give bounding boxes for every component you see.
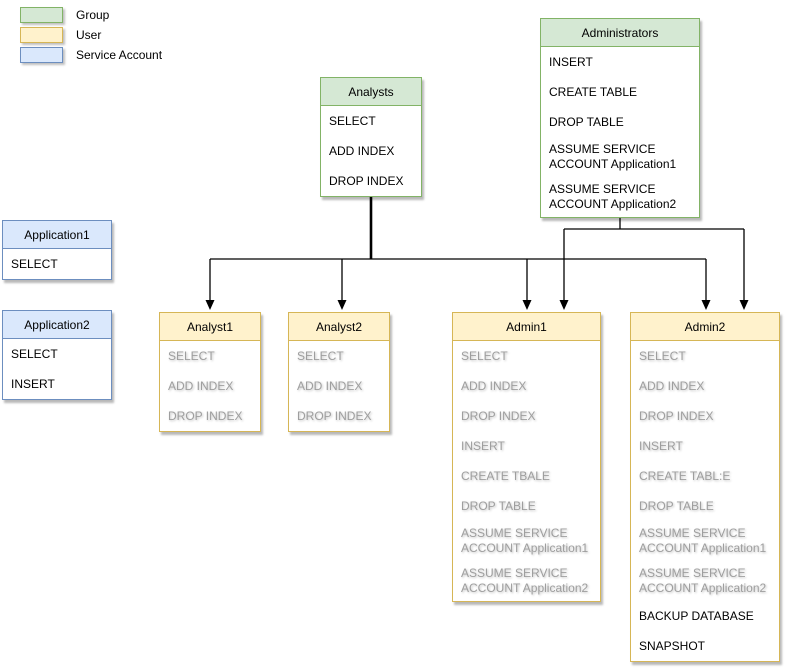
user-swatch-icon bbox=[20, 27, 63, 43]
arrowhead bbox=[522, 300, 532, 310]
legend: Group User Service Account bbox=[20, 7, 162, 67]
permission-item: DROP INDEX bbox=[639, 408, 714, 423]
node-analyst1-body: SELECT ADD INDEX DROP INDEX bbox=[160, 341, 260, 431]
node-analysts: Analysts SELECT ADD INDEX DROP INDEX bbox=[320, 77, 422, 197]
legend-item-service-account: Service Account bbox=[20, 47, 162, 63]
permission-item: DROP TABLE bbox=[461, 498, 536, 513]
permission-item: ASSUME SERVICE ACCOUNT Application1 bbox=[461, 526, 589, 555]
permission-item: ADD INDEX bbox=[329, 143, 395, 158]
node-administrators: Administrators INSERT CREATE TABLE DROP … bbox=[540, 18, 700, 218]
legend-item-group: Group bbox=[20, 7, 162, 23]
permission-item: SNAPSHOT bbox=[639, 638, 706, 653]
permission-item: ADD INDEX bbox=[461, 378, 527, 393]
node-admin1: Admin1 SELECT ADD INDEX DROP INDEX INSER… bbox=[452, 312, 601, 602]
arrowhead bbox=[205, 300, 215, 310]
node-application1-body: SELECT bbox=[3, 249, 111, 279]
permission-item: DROP TABLE bbox=[639, 498, 714, 513]
node-analyst2-body: SELECT ADD INDEX DROP INDEX bbox=[289, 341, 389, 431]
node-analyst1: Analyst1 SELECT ADD INDEX DROP INDEX bbox=[159, 312, 261, 432]
permission-item: ASSUME SERVICE ACCOUNT Application2 bbox=[639, 566, 767, 595]
node-administrators-title: Administrators bbox=[541, 19, 699, 47]
legend-label: User bbox=[76, 28, 102, 42]
permission-item: INSERT bbox=[461, 438, 505, 453]
node-application1-title: Application1 bbox=[3, 221, 111, 249]
permission-item: DROP INDEX bbox=[297, 408, 372, 423]
permission-item: ADD INDEX bbox=[168, 378, 234, 393]
permission-item: ADD INDEX bbox=[297, 378, 363, 393]
arrowhead bbox=[701, 300, 711, 310]
node-admin2-title: Admin2 bbox=[631, 313, 779, 341]
permission-item: DROP TABLE bbox=[549, 114, 624, 129]
node-admin1-title: Admin1 bbox=[453, 313, 600, 341]
node-analyst2: Analyst2 SELECT ADD INDEX DROP INDEX bbox=[288, 312, 390, 432]
permission-item: ASSUME SERVICE ACCOUNT Application1 bbox=[549, 142, 677, 171]
permission-item: ADD INDEX bbox=[639, 378, 705, 393]
permission-item: ASSUME SERVICE ACCOUNT Application2 bbox=[549, 182, 677, 211]
arrowhead bbox=[739, 300, 749, 310]
node-analyst1-title: Analyst1 bbox=[160, 313, 260, 341]
node-administrators-body: INSERT CREATE TABLE DROP TABLE ASSUME SE… bbox=[541, 47, 699, 217]
permission-item: SELECT bbox=[168, 348, 215, 363]
service-account-swatch-icon bbox=[20, 47, 63, 63]
permission-item: DROP INDEX bbox=[461, 408, 536, 423]
permission-item: ASSUME SERVICE ACCOUNT Application1 bbox=[639, 526, 767, 555]
legend-label: Service Account bbox=[76, 48, 163, 62]
permission-item: SELECT bbox=[329, 113, 376, 128]
permission-item: INSERT bbox=[549, 54, 593, 69]
permission-item: ASSUME SERVICE ACCOUNT Application2 bbox=[461, 566, 589, 595]
permission-item: CREATE TABLE bbox=[549, 84, 638, 99]
node-analyst2-title: Analyst2 bbox=[289, 313, 389, 341]
legend-label: Group bbox=[76, 8, 110, 22]
permission-item: SELECT bbox=[297, 348, 344, 363]
group-swatch-icon bbox=[20, 7, 63, 23]
node-application1: Application1 SELECT bbox=[2, 220, 112, 280]
permission-item: SELECT bbox=[461, 348, 508, 363]
permission-item: BACKUP DATABASE bbox=[639, 608, 754, 623]
permission-item: CREATE TABL:E bbox=[639, 468, 731, 483]
permission-item: SELECT bbox=[11, 256, 58, 271]
legend-item-user: User bbox=[20, 27, 162, 43]
node-analysts-body: SELECT ADD INDEX DROP INDEX bbox=[321, 106, 421, 196]
permission-item: DROP INDEX bbox=[168, 408, 243, 423]
node-application2: Application2 SELECT INSERT bbox=[2, 310, 112, 400]
node-analysts-title: Analysts bbox=[321, 78, 421, 106]
permission-item: INSERT bbox=[639, 438, 683, 453]
permission-item: SELECT bbox=[11, 346, 58, 361]
arrowhead bbox=[337, 300, 347, 310]
node-application2-title: Application2 bbox=[3, 311, 111, 339]
arrowhead bbox=[559, 300, 569, 310]
permission-item: INSERT bbox=[11, 376, 55, 391]
node-application2-body: SELECT INSERT bbox=[3, 339, 111, 399]
node-admin1-body: SELECT ADD INDEX DROP INDEX INSERT CREAT… bbox=[453, 341, 600, 601]
permission-item: SELECT bbox=[639, 348, 686, 363]
permission-item: CREATE TBALE bbox=[461, 468, 550, 483]
node-admin2: Admin2 SELECT ADD INDEX DROP INDEX INSER… bbox=[630, 312, 780, 662]
node-admin2-body: SELECT ADD INDEX DROP INDEX INSERT CREAT… bbox=[631, 341, 779, 661]
permission-item: DROP INDEX bbox=[329, 173, 404, 188]
